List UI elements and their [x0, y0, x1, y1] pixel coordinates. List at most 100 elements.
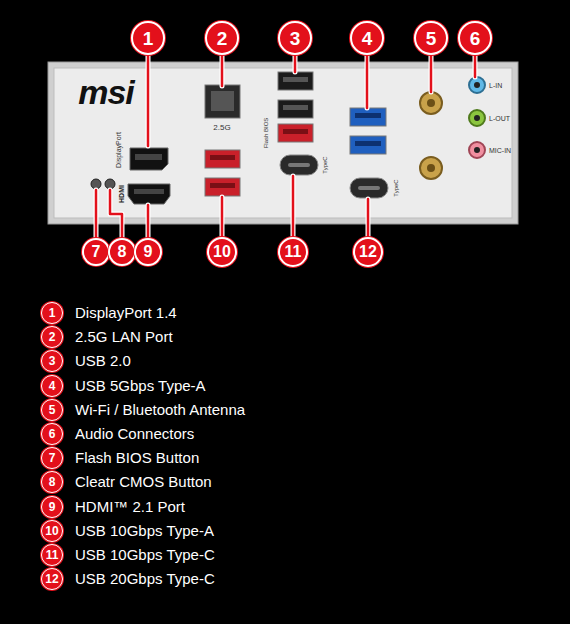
callout-text: 5 [426, 29, 437, 48]
usb-2-ports [278, 124, 313, 142]
panel-label: L-OUT [489, 115, 510, 122]
port-description: Flash BIOS Button [75, 449, 199, 467]
usb-5g-blue [350, 108, 386, 126]
callout-number: 5 [41, 399, 63, 421]
leader-lines [366, 54, 369, 108]
legend-row: 1DisplayPort 1.4 [41, 302, 177, 324]
callout-text: 11 [285, 244, 302, 260]
callout-number: 11 [41, 544, 63, 566]
port-description: 2.5G LAN Port [75, 328, 173, 346]
callout-text: 7 [92, 244, 101, 260]
callout-number: 7 [41, 447, 63, 469]
type-c-10g [280, 155, 318, 175]
legend-row: 9HDMI™ 2.1 Port [41, 496, 185, 518]
antenna-connectors [427, 164, 435, 172]
port-description: Wi-Fi / Bluetooth Antenna [75, 401, 245, 419]
type-c-10g [280, 155, 318, 175]
callout-number: 2 [205, 21, 239, 55]
leader-lines [220, 197, 225, 238]
callout-number: 3 [41, 350, 63, 372]
callout-text: 12 [359, 244, 377, 260]
usb-2-ports [283, 129, 308, 134]
usb-5g-blue [350, 136, 386, 154]
panel-label: DisplayPort [115, 132, 122, 168]
leader-lines [96, 54, 475, 238]
callout-number: 6 [41, 423, 63, 445]
hdmi-port [134, 189, 164, 194]
leader-lines [221, 54, 224, 86]
legend-row: 11USB 10Gbps Type-C [41, 544, 215, 566]
leader-lines [294, 54, 297, 72]
callout-text: 2 [217, 29, 228, 48]
io-shield [48, 62, 518, 224]
legend-row: 10USB 10Gbps Type-A [41, 520, 214, 542]
leader-lines [473, 54, 478, 77]
leader-lines [367, 199, 370, 238]
usb-10g-red [205, 150, 240, 168]
callout-text: 10 [213, 244, 231, 260]
type-c-20g [350, 178, 388, 198]
antenna-connectors [427, 99, 435, 107]
io-shield [48, 62, 518, 224]
usb-2-ports [283, 77, 308, 82]
callout-number: 6 [458, 21, 492, 55]
callout-number: 4 [41, 375, 63, 397]
port-description: USB 2.0 [75, 352, 131, 370]
audio-jacks [474, 147, 480, 153]
callout-number: 12 [353, 237, 383, 267]
type-c-10g [288, 163, 310, 167]
legend-row: 5 Wi-Fi / Bluetooth Antenna [41, 399, 245, 421]
callout-text: 8 [118, 244, 127, 260]
legend-row: 4USB 5Gbps Type-A [41, 375, 206, 397]
leader-lines [94, 190, 99, 238]
audio-jacks [469, 142, 485, 158]
callout-number: 1 [131, 21, 165, 55]
type-c-20g [350, 178, 388, 198]
antenna-connectors [420, 157, 442, 179]
leader-lines [365, 54, 370, 108]
usb-5g-blue [355, 141, 381, 146]
displayport [130, 148, 168, 170]
antenna-connectors [420, 92, 442, 179]
panel-label: MIC-IN [489, 147, 511, 154]
io-shield [54, 68, 512, 218]
brand-logo: msi [78, 75, 134, 109]
audio-jacks [469, 77, 485, 93]
port-description: USB 20Gbps Type-C [75, 570, 215, 588]
legend-row: 3 USB 2.0 [41, 350, 131, 372]
leader-lines [221, 197, 224, 238]
legend-row: 12USB 20Gbps Type-C [41, 568, 215, 590]
usb-5g-blue [355, 113, 381, 118]
audio-jacks [474, 82, 480, 88]
leader-lines [95, 190, 98, 238]
panel-label: TypeC [393, 179, 399, 196]
lan-port [205, 85, 240, 118]
audio-jacks [469, 110, 485, 126]
leader-lines [292, 176, 295, 238]
leader-lines [291, 176, 296, 238]
legend-row: 2 2.5G LAN Port [41, 326, 173, 348]
leader-lines [96, 54, 475, 238]
port-description: DisplayPort 1.4 [75, 304, 177, 322]
callout-text: 3 [290, 29, 301, 48]
callout-number: 7 [82, 238, 110, 266]
callout-text: 1 [143, 29, 154, 48]
port-description: HDMI™ 2.1 Port [75, 498, 185, 516]
legend-row: 8Cleatr CMOS Button [41, 471, 212, 493]
callout-number: 2 [41, 326, 63, 348]
callout-number: 8 [108, 238, 136, 266]
panel-label: L-IN [489, 82, 502, 89]
leader-lines [293, 54, 298, 72]
callout-number: 4 [350, 21, 384, 55]
leader-lines [146, 54, 151, 146]
callout-number: 3 [278, 21, 312, 55]
callout-text: 4 [362, 29, 373, 48]
displayport [135, 154, 162, 160]
lan-port [205, 85, 240, 118]
hdmi-port [128, 184, 170, 204]
leader-lines [147, 54, 150, 146]
callout-number: 9 [134, 238, 162, 266]
audio-jacks [474, 115, 480, 121]
leader-lines [146, 205, 151, 238]
